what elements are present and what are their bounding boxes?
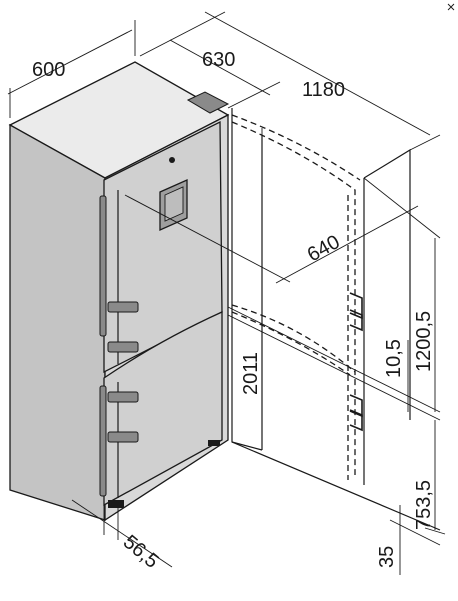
door-swing-paths [231,114,363,480]
dim-width: 600 [7,20,136,118]
upper-door-swing [231,121,356,475]
upper-drawer-pull-1 [107,301,139,313]
niche-outline [231,108,441,531]
cabinet-foot-left [108,500,124,508]
dim-depth: 630 [169,39,281,109]
dim-door-open-label: 640 [304,231,344,266]
upper-door-handle [99,195,107,337]
dim-door-offset-label: 56,5 [119,531,163,573]
lower-door-panel [103,310,223,507]
logo-dot [169,157,175,163]
cabinet-side [9,123,106,521]
dim-depth-label: 630 [202,49,235,71]
dim-width-label: 600 [32,59,65,81]
lower-drawer-pull-2 [107,431,139,443]
dim-depth-total-label: 1180 [302,79,345,101]
dim-height-upper-label: 1200,5 [413,311,435,372]
top-hinge [186,91,230,114]
lower-door [99,310,223,508]
dim-height-upper: 1200,5 [363,177,441,412]
lower-door-swing [231,304,356,373]
dim-height-lower: 753,5 [413,420,446,535]
upper-door [99,120,223,374]
dim-height-label: 2011 [240,352,262,395]
dim-gap-label: 10,5 [383,339,405,378]
cabinet-foot-right [208,440,220,446]
dim-base: 35 [376,505,441,575]
dim-height: 2011 [240,128,263,448]
dim-depth-total: 1180 [139,11,441,151]
corner-mark [447,3,455,11]
upper-drawer-pull-2 [107,341,139,353]
dim-base-label: 35 [376,546,398,568]
dim-height-lower-label: 753,5 [413,480,435,530]
lower-door-handle [99,385,107,497]
lower-drawer-pull-1 [107,391,139,403]
dim-gap: 10,5 [227,306,441,421]
